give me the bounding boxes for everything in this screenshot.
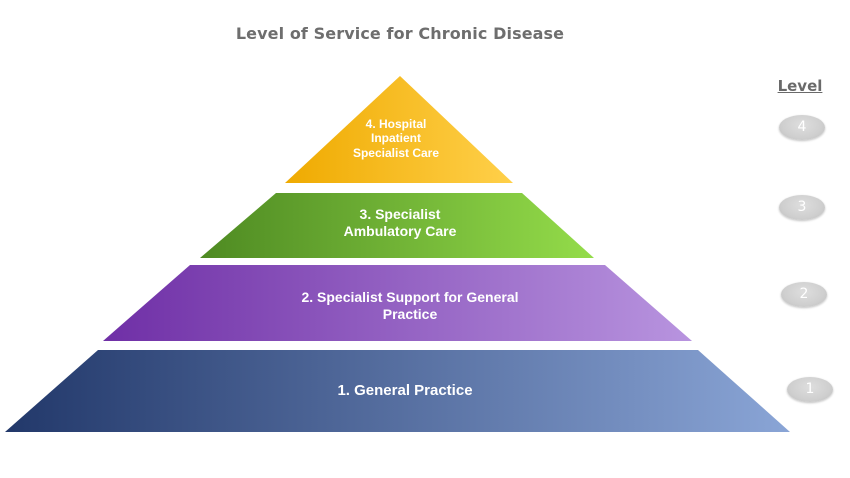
- level-badge-2: 2: [781, 282, 827, 307]
- tier-3-band: [200, 193, 594, 258]
- tier-1-label: 1. General Practice: [337, 382, 473, 399]
- tier-4-triangle: [285, 76, 513, 183]
- tier-3-label: 3. Specialist Ambulatory Care: [343, 206, 457, 239]
- tier-2-band: [103, 265, 692, 341]
- level-badge-3: 3: [779, 195, 825, 220]
- page-title: Level of Service for Chronic Disease: [235, 24, 565, 43]
- tier-4-label: 4. Hospital Inpatient Specialist Care: [352, 117, 440, 160]
- level-badge-4: 4: [779, 115, 825, 140]
- tier-1-band: [5, 350, 790, 432]
- tier-2-label: 2. Specialist Support for General Practi…: [301, 289, 519, 322]
- level-badge-1: 1: [787, 377, 833, 402]
- level-heading: Level: [777, 77, 823, 95]
